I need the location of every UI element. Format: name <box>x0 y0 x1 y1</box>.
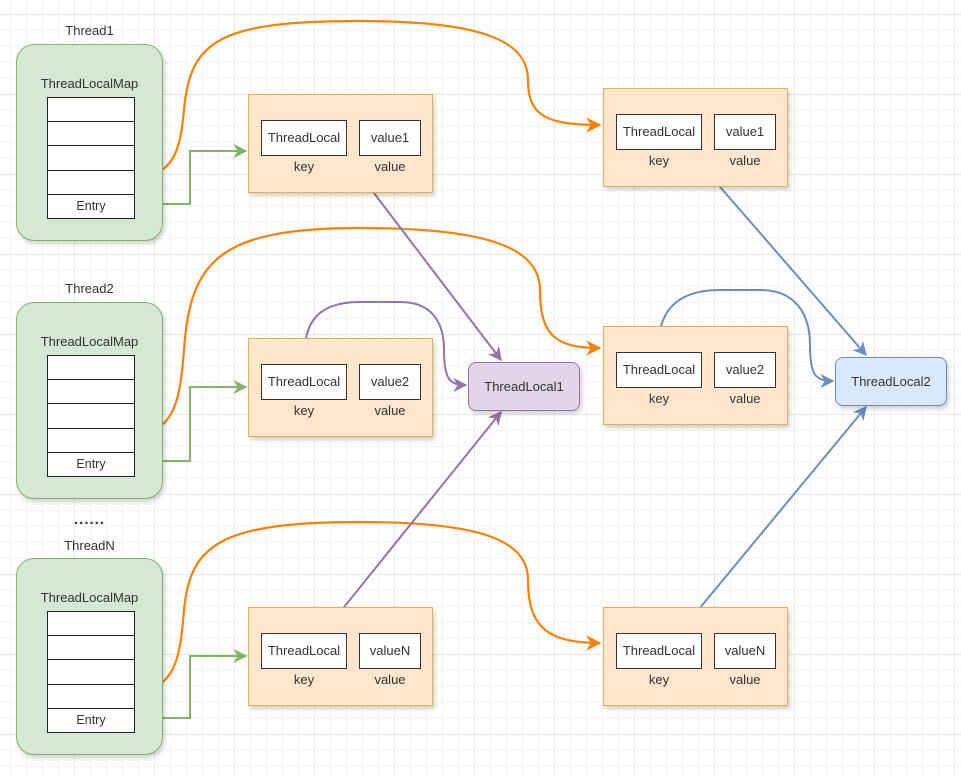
key-label: key <box>293 403 315 418</box>
value-cell[interactable]: value2 <box>714 352 776 388</box>
map-row-entry[interactable]: Entry <box>76 712 106 727</box>
thread-box-2[interactable]: ThreadLocalMap Entry <box>16 302 163 499</box>
thread-title: ThreadN <box>64 538 115 553</box>
map-row[interactable] <box>48 171 134 195</box>
map-row[interactable] <box>48 380 134 405</box>
key-cell[interactable]: ThreadLocal <box>261 633 347 669</box>
value-label: value <box>374 159 406 174</box>
value-cell[interactable]: valueN <box>714 633 776 669</box>
left-entry-n[interactable]: ThreadLocal valueN key value <box>248 607 433 706</box>
key-cell[interactable]: ThreadLocal <box>616 352 702 388</box>
key-cell[interactable]: ThreadLocal <box>616 633 702 669</box>
thread-title: Thread2 <box>65 281 114 296</box>
threadlocalmap-table: Entry <box>47 611 135 733</box>
map-label: ThreadLocalMap <box>40 334 139 349</box>
map-row[interactable] <box>48 146 134 171</box>
threadlocal2-node[interactable]: ThreadLocal2 <box>835 357 947 406</box>
key-label: key <box>293 672 315 687</box>
left-entry-1[interactable]: ThreadLocal value1 key value <box>248 94 433 193</box>
thread-title: Thread1 <box>65 23 114 38</box>
value-cell[interactable]: value1 <box>714 114 776 150</box>
thread-box-n[interactable]: ThreadLocalMap Entry <box>16 558 163 755</box>
right-entry-n[interactable]: ThreadLocal valueN key value <box>603 607 788 706</box>
map-row[interactable] <box>48 122 134 147</box>
map-row[interactable] <box>48 356 134 381</box>
value-label: value <box>374 672 406 687</box>
key-label: key <box>648 153 670 168</box>
map-row[interactable] <box>48 98 134 123</box>
value-cell[interactable]: value1 <box>359 120 421 156</box>
key-label: key <box>648 672 670 687</box>
more-threads-ellipsis: ...... <box>73 511 105 528</box>
value-cell[interactable]: valueN <box>359 633 421 669</box>
map-label: ThreadLocalMap <box>40 590 139 605</box>
value-label: value <box>729 672 761 687</box>
map-row[interactable] <box>48 429 134 453</box>
edge-left-keyN-to-threadlocal1 <box>323 410 502 633</box>
map-row[interactable] <box>48 685 134 709</box>
key-label: key <box>293 159 315 174</box>
edge-right-keyN-to-threadlocal2 <box>679 405 867 633</box>
key-label: key <box>648 391 670 406</box>
map-row[interactable] <box>48 636 134 661</box>
map-row[interactable] <box>48 660 134 685</box>
key-cell[interactable]: ThreadLocal <box>616 114 702 150</box>
thread-box-1[interactable]: ThreadLocalMap Entry <box>16 44 163 241</box>
value-cell[interactable]: value2 <box>359 364 421 400</box>
map-row-entry[interactable]: Entry <box>76 456 106 471</box>
threadlocalmap-table: Entry <box>47 355 135 477</box>
map-row[interactable] <box>48 404 134 429</box>
map-row-entry[interactable]: Entry <box>76 198 106 213</box>
left-entry-2[interactable]: ThreadLocal value2 key value <box>248 338 433 437</box>
threadlocal1-node[interactable]: ThreadLocal1 <box>468 362 580 411</box>
right-entry-1[interactable]: ThreadLocal value1 key value <box>603 88 788 187</box>
value-label: value <box>729 153 761 168</box>
map-label: ThreadLocalMap <box>40 76 139 91</box>
right-entry-2[interactable]: ThreadLocal value2 key value <box>603 326 788 425</box>
value-label: value <box>729 391 761 406</box>
key-cell[interactable]: ThreadLocal <box>261 120 347 156</box>
map-row[interactable] <box>48 612 134 637</box>
key-cell[interactable]: ThreadLocal <box>261 364 347 400</box>
value-label: value <box>374 403 406 418</box>
threadlocalmap-table: Entry <box>47 97 135 219</box>
